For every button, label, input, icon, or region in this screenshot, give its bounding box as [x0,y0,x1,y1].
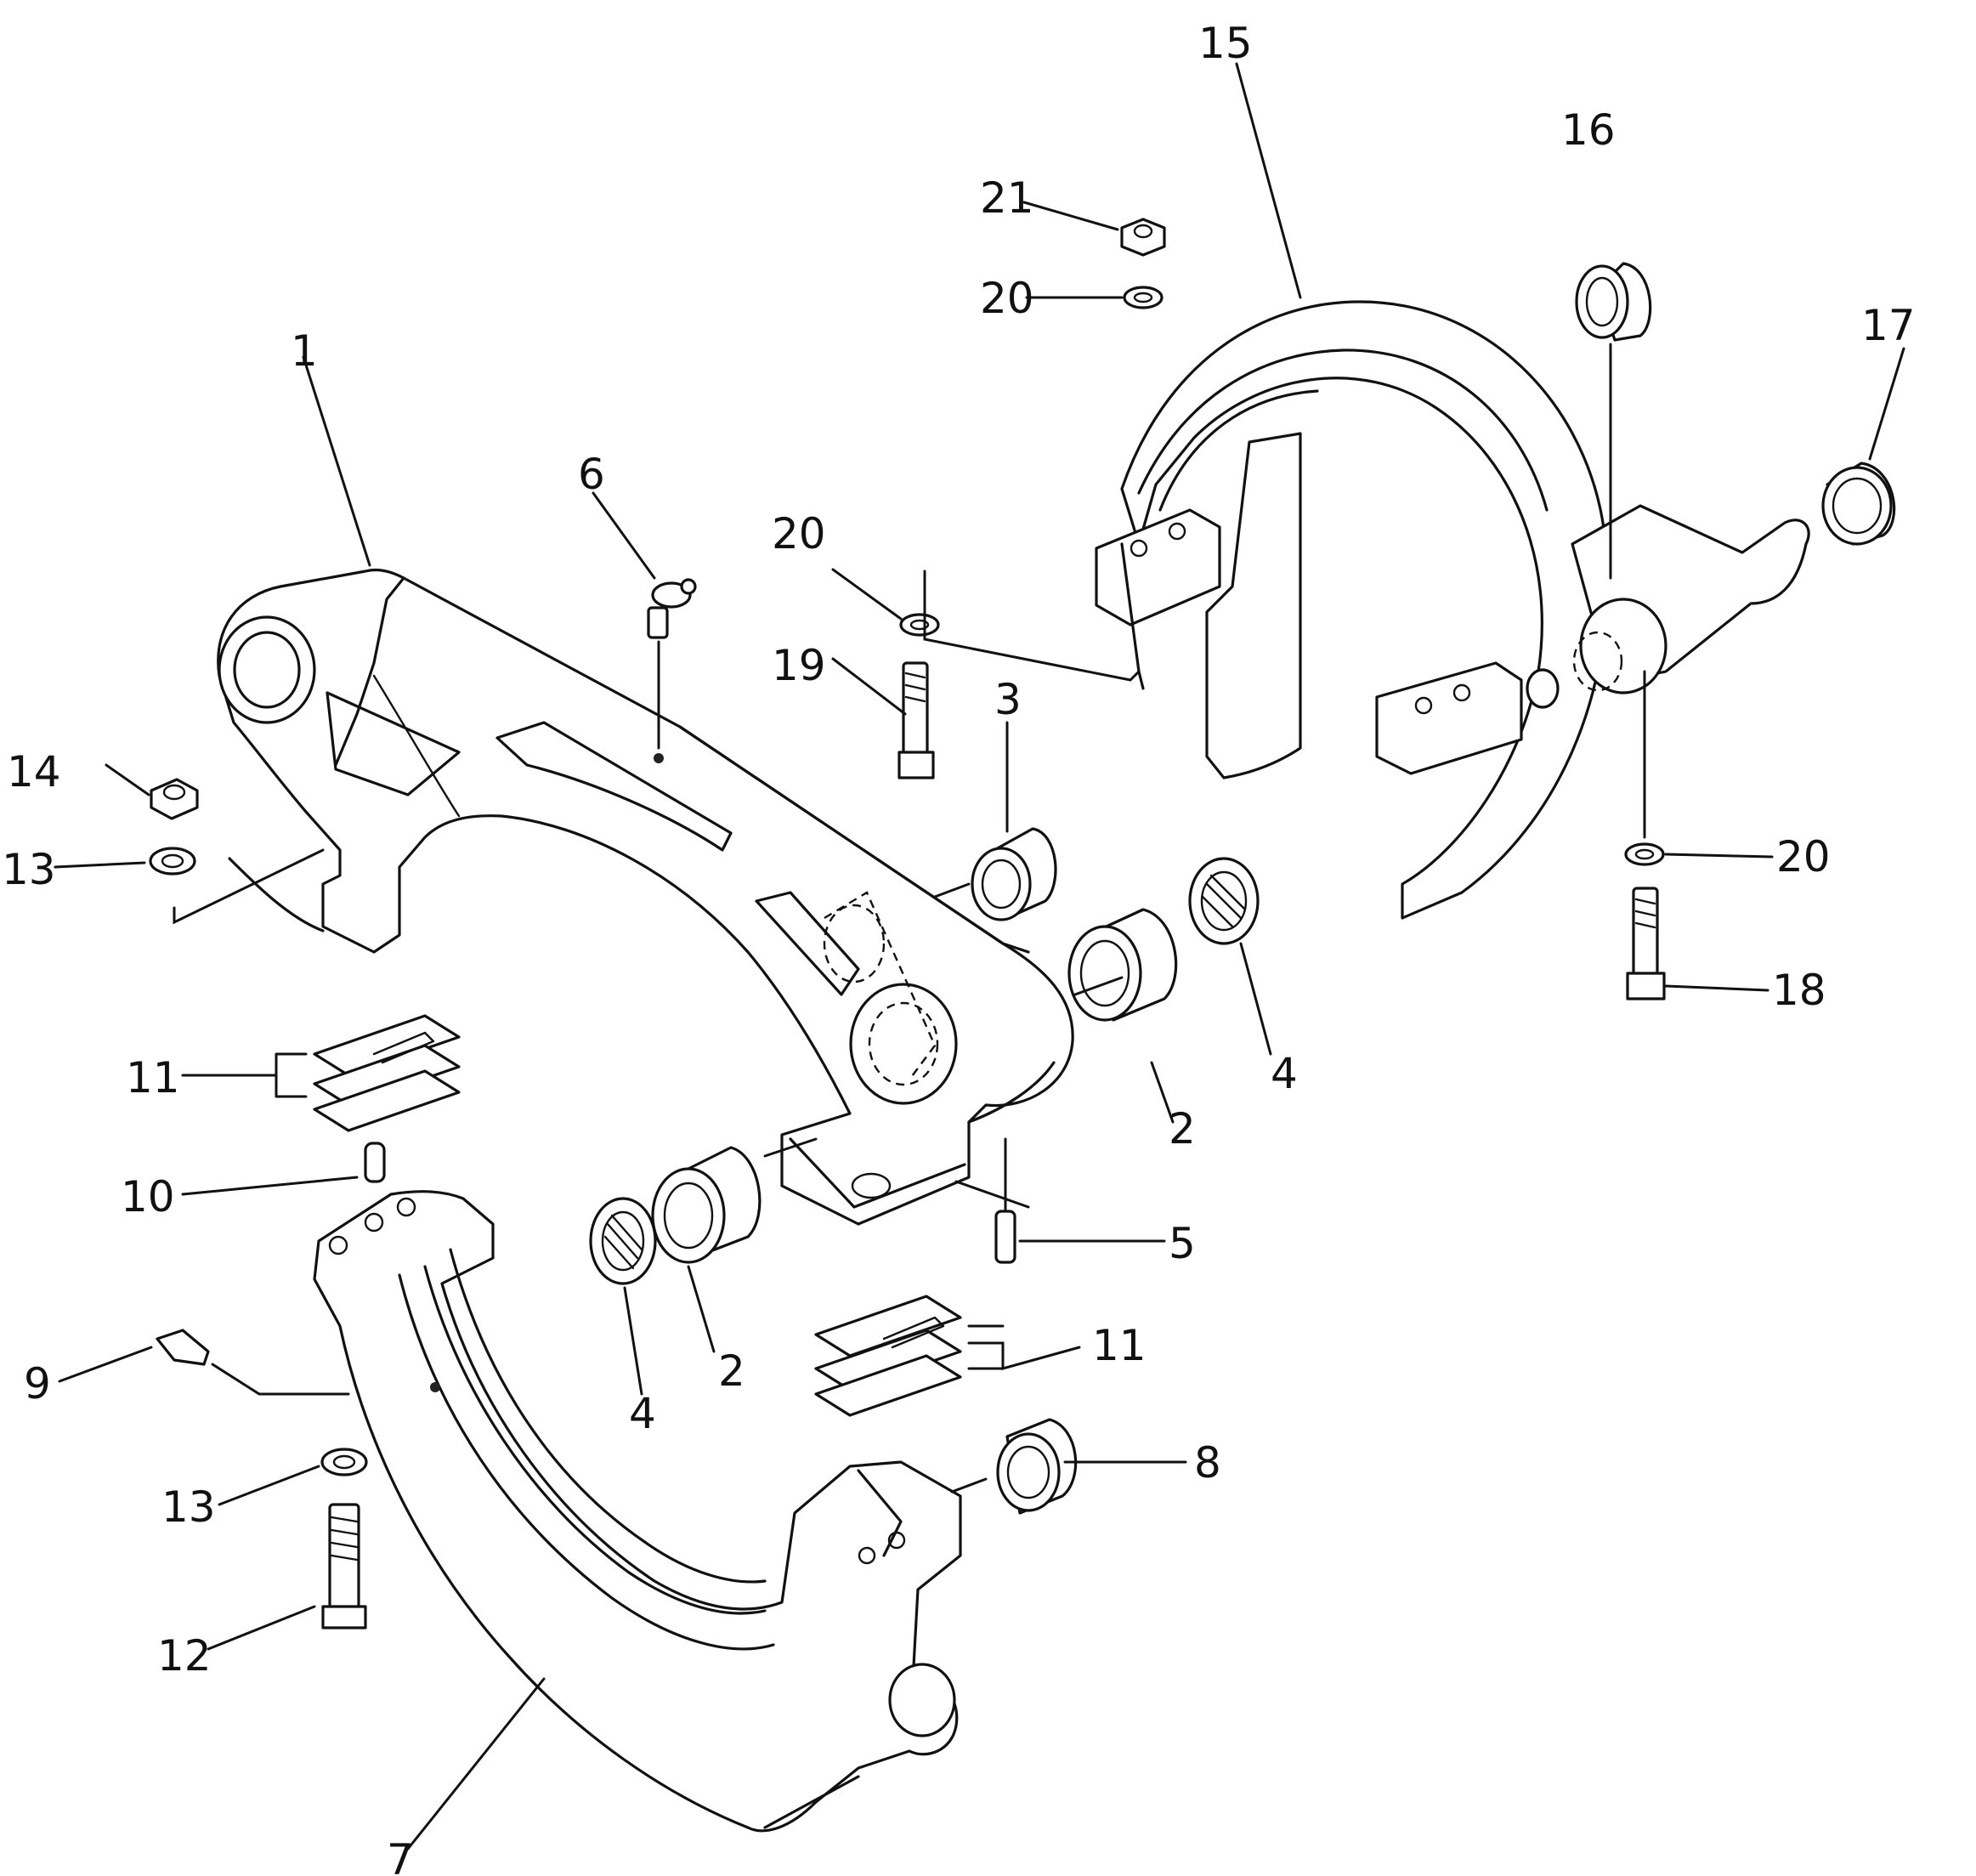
callout-17: 17 [1861,301,1916,350]
part-12-bolt [321,1503,367,1629]
part-13-washer-upper [149,847,196,876]
part-20-washer-mid [899,613,940,637]
part-21-nut [1120,218,1166,257]
part-10-dowel-pin [364,1142,386,1183]
callout-9: 9 [24,1359,51,1408]
part-2-bushing-lower [651,1146,762,1264]
callout-1: 1 [291,326,318,376]
callout-4-lower: 4 [629,1389,656,1438]
part-8-bushing [996,1418,1078,1515]
callout-4-upper: 4 [1271,1049,1298,1098]
part-9-grease-fitting [156,1329,210,1366]
part-19-bolt [897,661,935,779]
callout-12: 12 [157,1631,212,1680]
callout-8: 8 [1194,1438,1221,1488]
callout-16: 16 [1561,105,1616,155]
callout-13-lower: 13 [161,1482,216,1532]
callout-20-right: 20 [1776,832,1831,881]
part-15-upper-ring [1095,300,1810,920]
part-14-nut [150,778,199,820]
part-3-bushing [971,827,1057,921]
callout-3: 3 [994,675,1022,724]
part-16-bushing [1575,262,1652,342]
callout-11-lower: 11 [1092,1321,1147,1370]
part-20-washer-right [1624,842,1665,866]
callout-2-upper: 2 [1169,1104,1196,1153]
callout-15: 15 [1198,19,1253,68]
part-7-lower-ring [313,1190,962,1833]
part-18-bolt [1626,887,1666,1000]
callout-21: 21 [980,173,1034,223]
part-11-shims-lower [814,1295,962,1417]
callout-5: 5 [1169,1219,1196,1268]
callout-19: 19 [772,641,826,690]
callout-11-upper: 11 [126,1053,180,1102]
part-4-bearing-lower [589,1197,657,1285]
callout-18: 18 [1772,966,1826,1015]
part-17-cap [1821,462,1896,546]
callout-20-top: 20 [980,274,1034,323]
callout-6: 6 [578,450,605,499]
part-5-grease-fitting [994,1210,1016,1264]
part-4-bearing-upper [1188,857,1260,945]
leader-lines [54,62,1905,1850]
callout-10: 10 [121,1172,175,1221]
part-20-washer-top [1123,286,1164,309]
part-6-grease-fitting [647,578,697,639]
part-11-shims-upper [313,1014,461,1132]
callout-14: 14 [7,747,61,796]
callout-labels: 1 6 15 16 17 21 20 20 20 19 18 3 2 4 5 1… [2,19,1916,1876]
part-2-bushing-upper [1067,908,1178,1022]
callout-2-lower: 2 [718,1346,745,1396]
callout-13-upper: 13 [2,845,56,894]
callout-20-mid: 20 [772,509,826,558]
part-1-yoke-arm [217,568,1074,1226]
part-13-washer-lower [320,1448,368,1476]
callout-7: 7 [387,1835,414,1876]
